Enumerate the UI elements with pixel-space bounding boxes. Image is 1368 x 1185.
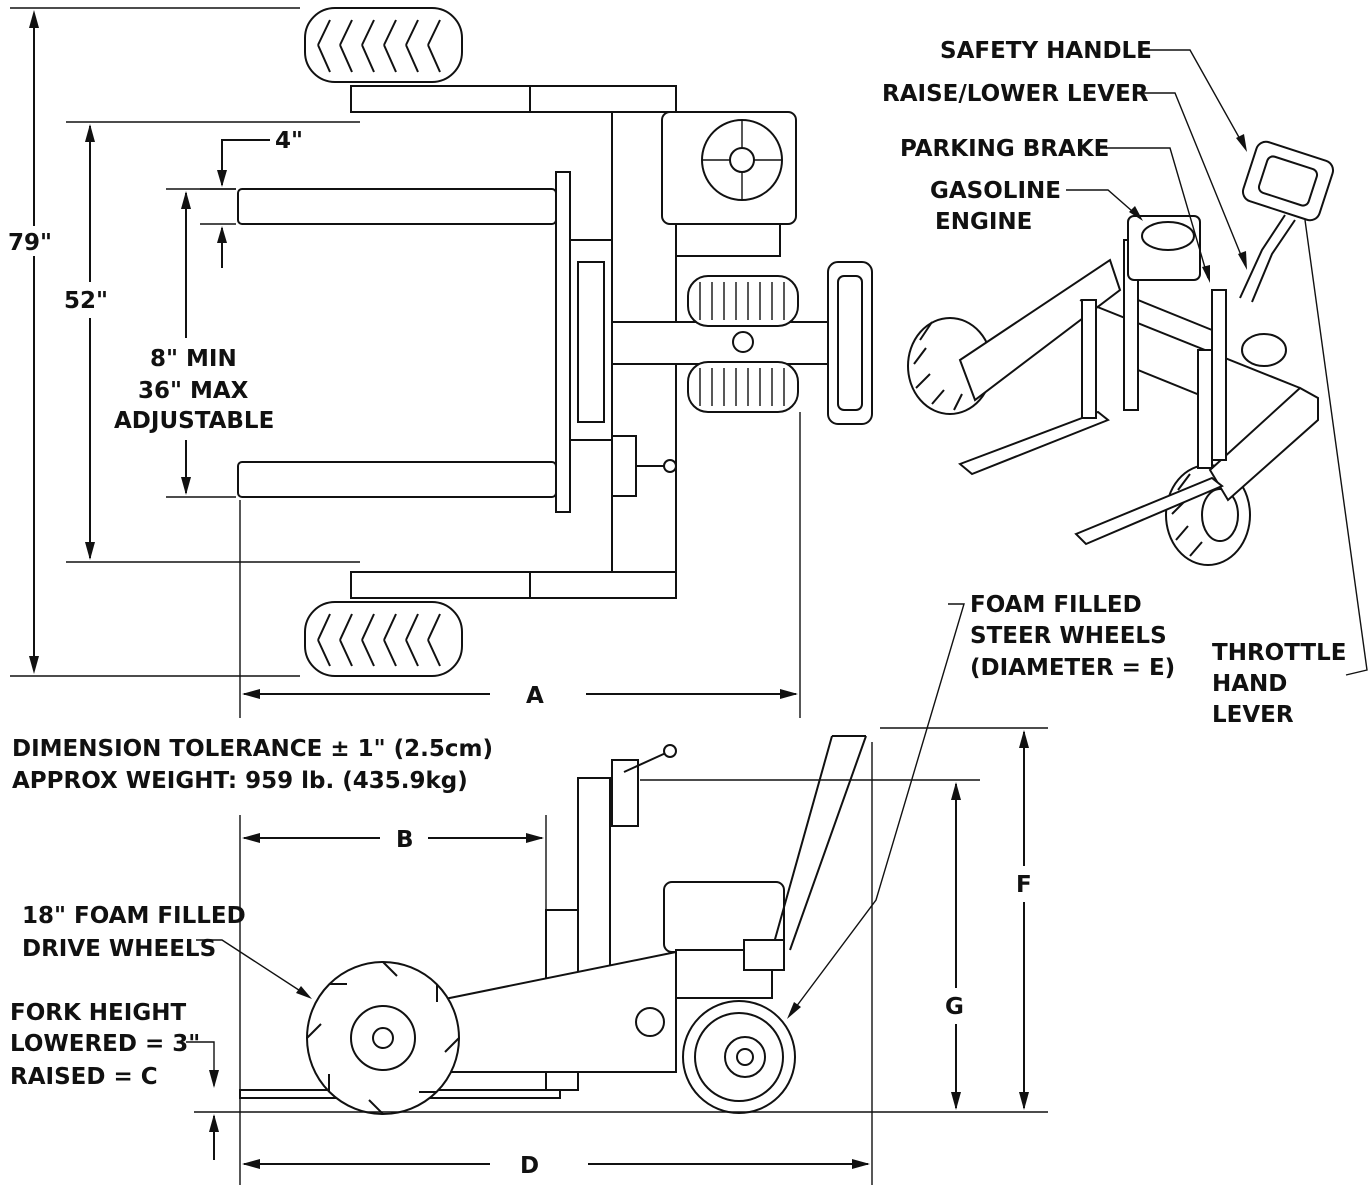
perspective-handle xyxy=(1239,214,1286,299)
top-view-valve xyxy=(611,435,637,497)
dim-fork-spread-note: ADJUSTABLE xyxy=(114,408,274,434)
note-weight: APPROX WEIGHT: 959 lb. (435.9kg) xyxy=(12,768,468,794)
dim-f: F xyxy=(1016,872,1032,898)
top-view-carriage xyxy=(555,171,571,513)
top-view-steer-wheel-lower xyxy=(687,361,799,413)
perspective-steer-wheel xyxy=(1241,333,1287,367)
callout-fork-height-3: RAISED = C xyxy=(10,1064,158,1090)
dim-79: 79" xyxy=(8,230,52,256)
top-view xyxy=(237,7,873,677)
perspective-view xyxy=(907,140,1335,566)
perspective-fork-left xyxy=(958,410,1110,476)
top-view-steer-arm xyxy=(611,321,835,365)
callout-steer-wheels-3: (DIAMETER = E) xyxy=(970,655,1175,681)
top-view-fork-lower xyxy=(237,461,557,498)
dim-52: 52" xyxy=(64,288,108,314)
callout-gasoline-engine-2: ENGINE xyxy=(935,209,1032,235)
callout-throttle-1: THROTTLE xyxy=(1212,640,1346,666)
dim-b: B xyxy=(396,827,414,853)
callout-raise-lower-lever: RAISE/LOWER LEVER xyxy=(882,81,1149,107)
dim-g: G xyxy=(945,994,964,1020)
callout-fork-height-1: FORK HEIGHT xyxy=(10,1000,186,1026)
callout-safety-handle: SAFETY HANDLE xyxy=(940,38,1152,64)
side-view-handle xyxy=(771,735,833,951)
dim-a: A xyxy=(526,683,544,709)
top-view-lower-beam xyxy=(350,571,677,599)
top-view-dimensions xyxy=(10,7,801,718)
top-view-fork-upper xyxy=(237,188,557,225)
note-tolerance: DIMENSION TOLERANCE ± 1" (2.5cm) xyxy=(12,736,493,762)
perspective-chassis xyxy=(958,258,1122,402)
side-view xyxy=(239,735,867,1115)
dim-d: D xyxy=(520,1153,539,1179)
callout-drive-wheels-1: 18" FOAM FILLED xyxy=(22,903,246,929)
side-view-steer-wheel xyxy=(682,1000,796,1114)
side-view-drive-wheel xyxy=(306,961,460,1115)
callout-steer-wheels-1: FOAM FILLED xyxy=(970,592,1142,618)
callout-gasoline-engine-1: GASOLINE xyxy=(930,178,1061,204)
dim-fork-spread-max: 36" MAX xyxy=(138,378,249,404)
callout-throttle-3: LEVER xyxy=(1212,702,1294,728)
dim-4: 4" xyxy=(275,128,303,154)
perspective-fork-right xyxy=(1074,476,1224,546)
callout-parking-brake: PARKING BRAKE xyxy=(900,136,1109,162)
top-view-upper-beam xyxy=(350,85,677,113)
callout-fork-height-2: LOWERED = 3" xyxy=(10,1031,200,1057)
dim-fork-spread-min: 8" MIN xyxy=(150,346,237,372)
callout-throttle-2: HAND xyxy=(1212,671,1287,697)
top-view-drive-wheel-upper xyxy=(304,7,463,83)
top-view-engine xyxy=(661,111,797,257)
callout-drive-wheels-2: DRIVE WHEELS xyxy=(22,936,216,962)
top-view-drive-wheel-lower xyxy=(304,601,463,677)
side-view-valve xyxy=(611,759,639,827)
top-view-steer-wheel-upper xyxy=(687,275,799,327)
callout-leaders xyxy=(787,49,1368,1019)
callout-steer-wheels-2: STEER WHEELS xyxy=(970,623,1167,649)
side-view-dimensions xyxy=(186,727,1048,1185)
perspective-mast-right xyxy=(1211,289,1227,461)
